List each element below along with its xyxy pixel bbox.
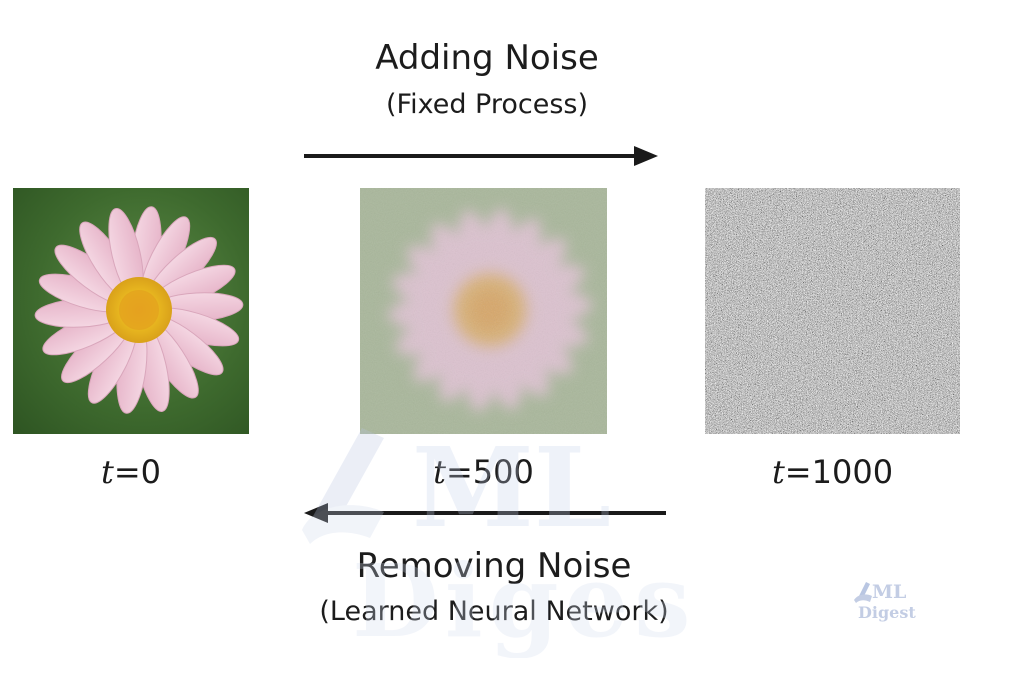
watermark-small-subtext: Digest xyxy=(858,603,916,622)
timestep-variable: t xyxy=(771,453,785,491)
timestep-label-1000: t=1000 xyxy=(705,452,960,492)
blurred-daisy-image xyxy=(360,188,607,434)
timestep-label-500: t=500 xyxy=(360,452,607,492)
daisy-image xyxy=(13,188,249,434)
timestep-value: =0 xyxy=(113,453,162,491)
reverse-arrow xyxy=(304,503,666,523)
clean-image-panel xyxy=(13,188,249,434)
forward-arrow xyxy=(304,146,658,166)
watermark-small-text: ML xyxy=(872,581,906,603)
reverse-process-subtitle: (Learned Neural Network) xyxy=(319,596,669,627)
half-noised-image-panel xyxy=(360,188,607,434)
watermark-logo-small: ML Digest xyxy=(854,581,916,622)
timestep-variable: t xyxy=(100,453,114,491)
timestep-label-0: t=0 xyxy=(13,452,249,492)
gaussian-noise-image xyxy=(705,188,960,434)
timestep-value: =500 xyxy=(445,453,534,491)
pure-noise-panel xyxy=(705,188,960,434)
timestep-variable: t xyxy=(433,453,446,491)
forward-process-subtitle: (Fixed Process) xyxy=(385,89,589,120)
forward-process-title: Adding Noise xyxy=(375,38,599,78)
reverse-process-title: Removing Noise xyxy=(356,546,632,586)
timestep-value: =1000 xyxy=(784,453,894,491)
